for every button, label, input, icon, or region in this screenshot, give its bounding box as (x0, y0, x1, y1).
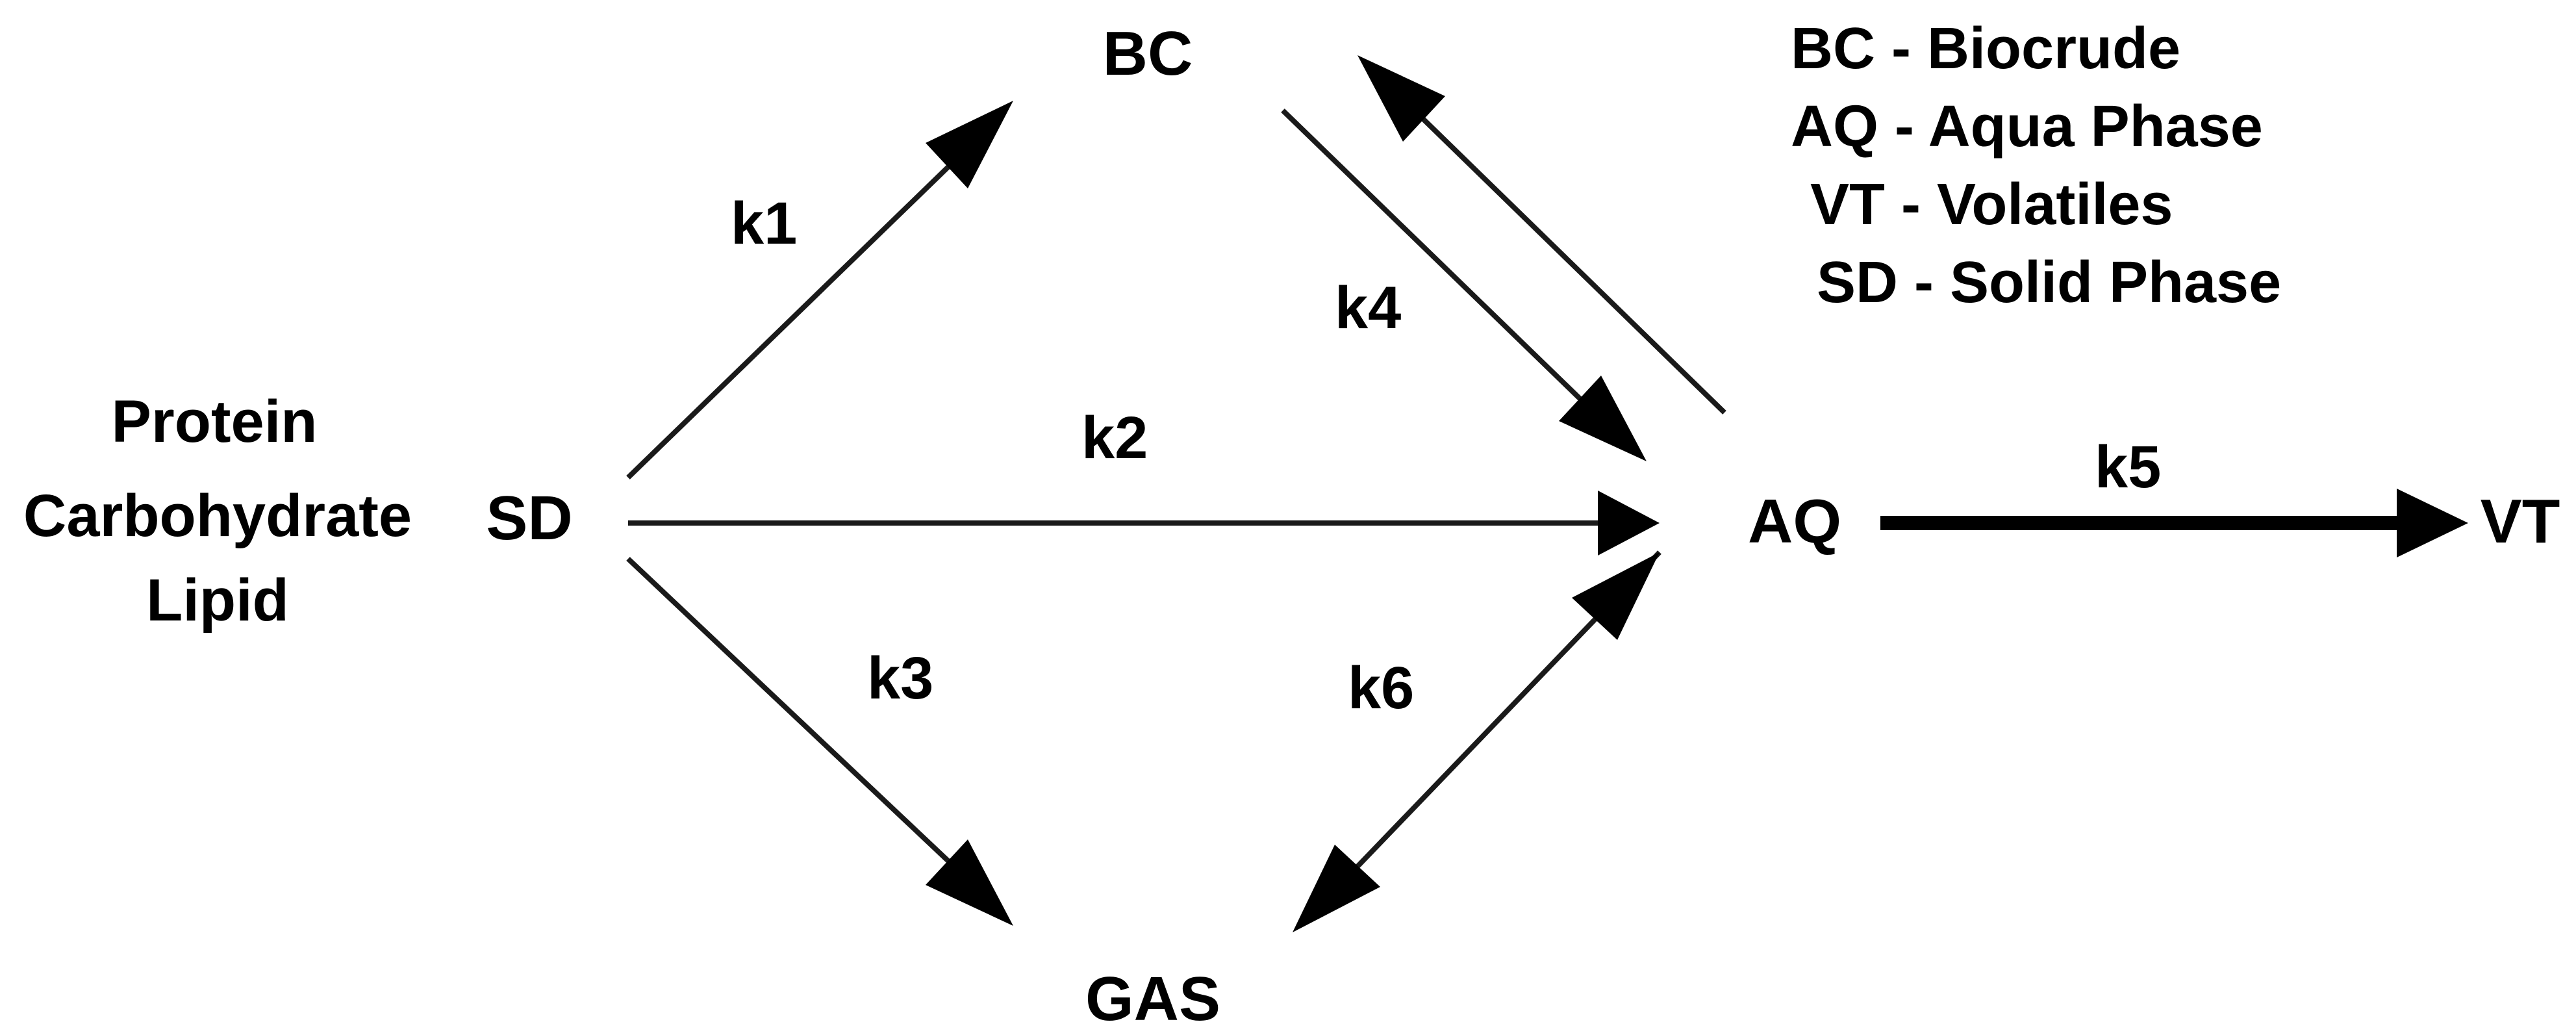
node-sd: SD (486, 483, 572, 553)
feedstock-lipid: Lipid (146, 567, 289, 633)
edge-bc-to-aq (1281, 109, 1647, 461)
legend-sd: SD - Solid Phase (1817, 250, 2281, 315)
edge-sd-to-bc (626, 101, 1013, 479)
edge-aq-to-bc (1357, 55, 1726, 415)
feedstock-protein: Protein (112, 389, 318, 455)
edge-sd-to-gas (626, 557, 1013, 926)
edge-gas-to-aq (1572, 552, 1660, 640)
rate-k5: k5 (2095, 434, 2161, 500)
node-gas: GAS (1085, 964, 1220, 1034)
legend: BC - Biocrude AQ - Aqua Phase VT - Volat… (1791, 16, 2281, 315)
rate-k3: k3 (867, 645, 933, 711)
feedstock-carbohydrate: Carbohydrate (23, 483, 412, 549)
rate-k1: k1 (731, 190, 797, 257)
legend-bc: BC - Biocrude (1791, 16, 2180, 81)
node-aq: AQ (1748, 487, 1841, 556)
edge-aq-to-vt (1880, 489, 2468, 557)
legend-aq: AQ - Aqua Phase (1791, 94, 2263, 159)
node-bc: BC (1103, 19, 1193, 88)
rate-k4: k4 (1335, 275, 1401, 341)
edge-sd-to-aq (628, 491, 1660, 556)
node-vt: VT (2481, 487, 2560, 556)
rate-k2: k2 (1081, 405, 1148, 471)
legend-vt: VT - Volatiles (1810, 172, 2173, 237)
rate-k6: k6 (1348, 655, 1414, 721)
